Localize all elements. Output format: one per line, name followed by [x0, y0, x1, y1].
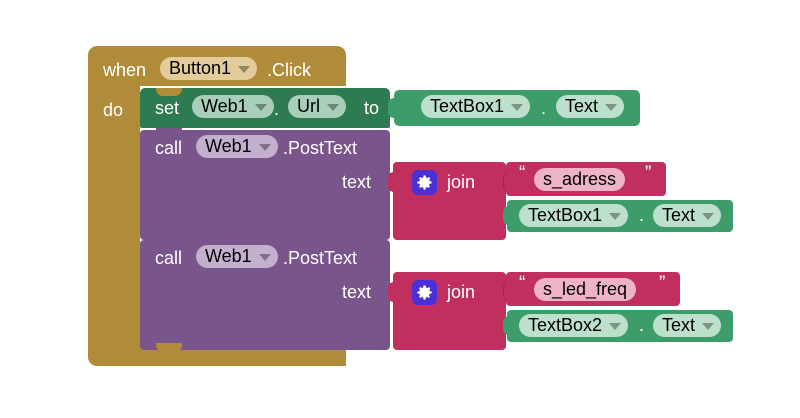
join1-getter-property-label: Text [662, 205, 696, 225]
when-keyword-label: when [103, 60, 147, 80]
text-string-input-2[interactable]: s_led_freq [534, 278, 637, 301]
when-event-label: .Click [267, 60, 311, 80]
join1-getter-component-label: TextBox1 [528, 205, 603, 225]
text-open-quote-1: “ [519, 163, 526, 184]
when-component-dropdown[interactable]: Button1 [160, 57, 258, 80]
chevron-down-icon [238, 65, 251, 73]
set-value-socket [382, 98, 393, 118]
getter-property-label: Text [565, 96, 599, 116]
set-keyword-label: set [155, 98, 180, 118]
set-component-label: Web1 [201, 96, 248, 116]
chevron-down-icon [609, 322, 622, 330]
join1-getter-dot-separator: . [639, 205, 645, 225]
call2-keyword-label: call [155, 248, 183, 268]
call2-text-socket [382, 282, 393, 302]
getter-property-dropdown[interactable]: Text [556, 95, 625, 118]
call1-keyword-label: call [155, 138, 183, 158]
set-property-dropdown[interactable]: Url [288, 95, 346, 118]
call2-component-dropdown[interactable]: Web1 [196, 245, 278, 268]
join1-getter-component-dropdown[interactable]: TextBox1 [519, 204, 629, 227]
set-property-label: Url [297, 96, 320, 116]
join1-getter-property-dropdown[interactable]: Text [653, 204, 722, 227]
chevron-down-icon [258, 253, 271, 261]
gear-icon[interactable] [412, 280, 437, 305]
join-block-2[interactable] [393, 272, 506, 350]
join2-getter-dot-separator: . [639, 315, 645, 335]
do-keyword-label: do [103, 100, 124, 120]
call2-component-label: Web1 [205, 246, 252, 266]
getter-dot-separator: . [541, 98, 547, 118]
text-string-input-1[interactable]: s_adress [534, 168, 626, 191]
join2-getter-component-label: TextBox2 [528, 315, 603, 335]
set-block-top-notch [156, 88, 182, 96]
chevron-down-icon [511, 103, 524, 111]
call2-method-label: .PostText [283, 248, 358, 268]
call1-method-label: .PostText [283, 138, 358, 158]
chevron-down-icon [605, 103, 618, 111]
getter-component-label: TextBox1 [430, 96, 505, 116]
call1-component-dropdown[interactable]: Web1 [196, 135, 278, 158]
join-block-1[interactable] [393, 162, 506, 240]
set-to-label: to [364, 98, 380, 118]
gear-icon[interactable] [412, 170, 437, 195]
chevron-down-icon [702, 212, 715, 220]
chevron-down-icon [702, 322, 715, 330]
set-component-dropdown[interactable]: Web1 [192, 95, 274, 118]
chevron-down-icon [254, 103, 267, 111]
call2-bottom-notch [156, 343, 182, 352]
getter-component-dropdown[interactable]: TextBox1 [421, 95, 531, 118]
chevron-down-icon [327, 103, 339, 111]
set-dot-separator: . [274, 99, 280, 119]
chevron-down-icon [258, 143, 271, 151]
when-block-bottom-bar [140, 346, 346, 366]
call1-text-arg-label: text [342, 172, 372, 192]
when-component-label: Button1 [169, 58, 232, 78]
join2-label: join [447, 282, 476, 302]
text-close-quote-1: ” [645, 163, 652, 184]
join2-getter-component-dropdown[interactable]: TextBox2 [519, 314, 629, 337]
join1-label: join [447, 172, 476, 192]
call2-text-arg-label: text [342, 282, 372, 302]
chevron-down-icon [609, 212, 622, 220]
text-close-quote-2: ” [659, 273, 666, 294]
call1-component-label: Web1 [205, 136, 252, 156]
join2-getter-property-dropdown[interactable]: Text [653, 314, 722, 337]
join2-getter-property-label: Text [662, 315, 696, 335]
text-open-quote-2: “ [519, 273, 526, 294]
call1-text-socket [382, 172, 393, 192]
